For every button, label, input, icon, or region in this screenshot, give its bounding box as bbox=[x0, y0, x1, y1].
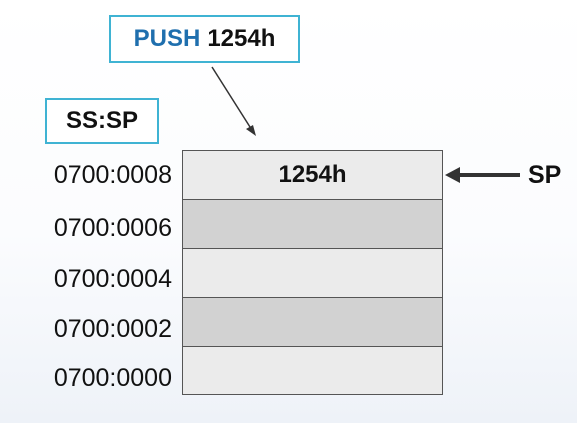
stack-cell-0700-0000 bbox=[183, 347, 442, 394]
address-label-0700-0004: 0700:0004 bbox=[53, 265, 172, 293]
stack-cell-value: 1254h bbox=[278, 161, 347, 188]
register-label-box: SS:SP bbox=[45, 98, 159, 144]
address-label-0700-0006: 0700:0006 bbox=[53, 214, 172, 242]
stack-memory-column: 1254h bbox=[182, 150, 443, 395]
stack-cell-0700-0004 bbox=[183, 249, 442, 298]
stack-cell-0700-0006 bbox=[183, 200, 442, 249]
stack-pointer-arrow bbox=[445, 167, 520, 183]
stack-cell-0700-0008: 1254h bbox=[183, 151, 442, 200]
address-label-0700-0000: 0700:0000 bbox=[53, 364, 172, 392]
register-label: SS:SP bbox=[65, 107, 139, 134]
instruction-operand: 1254h bbox=[207, 25, 276, 52]
stack-cell-0700-0002 bbox=[183, 298, 442, 347]
instruction-arrow bbox=[211, 66, 256, 136]
stack-pointer-label: SP bbox=[528, 161, 562, 189]
address-label-0700-0008: 0700:0008 bbox=[53, 161, 172, 189]
address-label-0700-0002: 0700:0002 bbox=[53, 315, 172, 343]
push-instruction-box: PUSH 1254h bbox=[109, 15, 300, 63]
instruction-opcode: PUSH bbox=[133, 25, 201, 52]
